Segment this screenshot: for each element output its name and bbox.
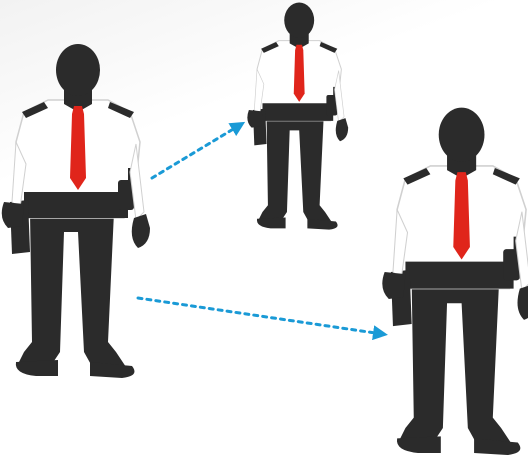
guard-left-figure <box>2 44 150 378</box>
guard-right-figure <box>382 108 528 455</box>
dotted-arrow-to-right-guard <box>138 298 382 334</box>
dotted-arrow-to-top-guard <box>152 125 240 178</box>
guard-top-middle-figure <box>247 3 348 230</box>
